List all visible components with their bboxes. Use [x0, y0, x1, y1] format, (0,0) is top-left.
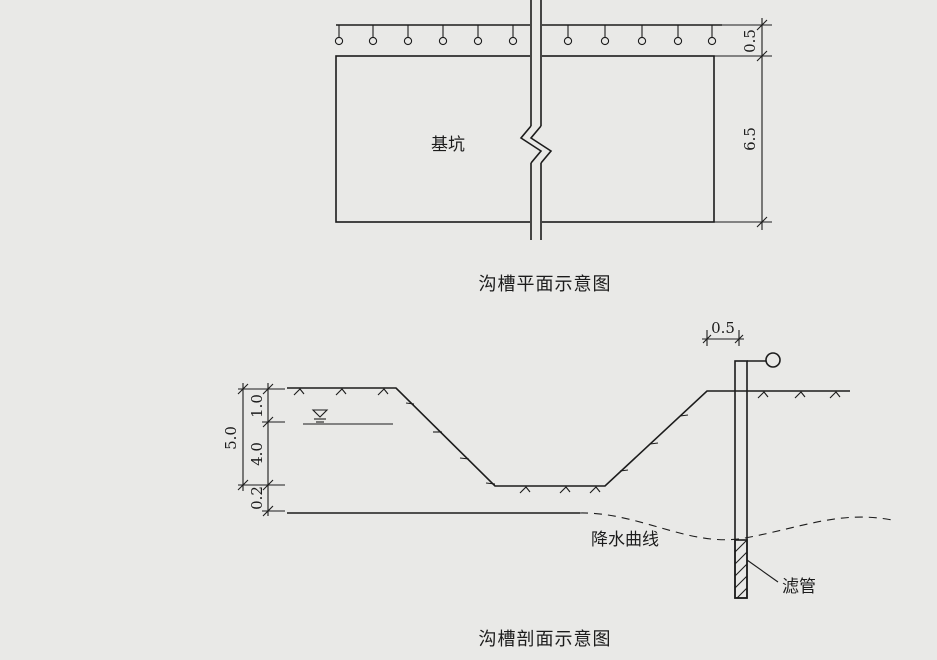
well-point	[637, 25, 647, 46]
well-point	[673, 25, 683, 46]
filter-tube	[734, 539, 748, 599]
well-point	[508, 25, 518, 46]
well-offset-dimension: 0.5	[702, 319, 744, 346]
trench-profile	[287, 387, 850, 487]
dim-well-offset: 0.5	[711, 319, 735, 337]
pit-label: 基坑	[431, 135, 465, 155]
plan-view: 基坑 0.5 6.5 沟槽平面示意图	[334, 0, 772, 295]
well-point	[334, 25, 344, 46]
soil-hatch	[293, 388, 841, 494]
well-point	[438, 25, 448, 46]
well-point	[368, 25, 378, 46]
dim-bottom: 0.2	[248, 486, 266, 510]
section-caption: 沟槽剖面示意图	[479, 629, 612, 650]
well-pipe	[734, 352, 781, 599]
plan-dimension: 0.5 6.5	[714, 18, 772, 230]
dim-pit: 6.5	[741, 127, 759, 151]
curve-label: 降水曲线	[591, 530, 659, 550]
well-point	[563, 25, 573, 46]
section-view: 降水曲线 滤管 0.5	[222, 319, 893, 650]
well-point	[403, 25, 413, 46]
well-points-row	[334, 25, 717, 46]
well-point	[473, 25, 483, 46]
well-point	[707, 25, 717, 46]
vertical-pipe	[519, 0, 553, 240]
filter-leader	[746, 559, 779, 583]
dim-upper: 1.0	[248, 394, 266, 418]
depth-dimensions: 5.0 1.0 4.0 0.2	[222, 383, 285, 517]
dim-top: 0.5	[741, 29, 759, 53]
dim-total-depth: 5.0	[222, 426, 240, 450]
filter-label: 滤管	[782, 577, 816, 597]
dim-lower: 4.0	[248, 442, 266, 466]
plan-caption: 沟槽平面示意图	[479, 274, 612, 295]
drawdown-curve	[579, 512, 893, 541]
pit-outline	[335, 55, 715, 223]
water-level-symbol	[303, 409, 393, 425]
well-point	[600, 25, 610, 46]
